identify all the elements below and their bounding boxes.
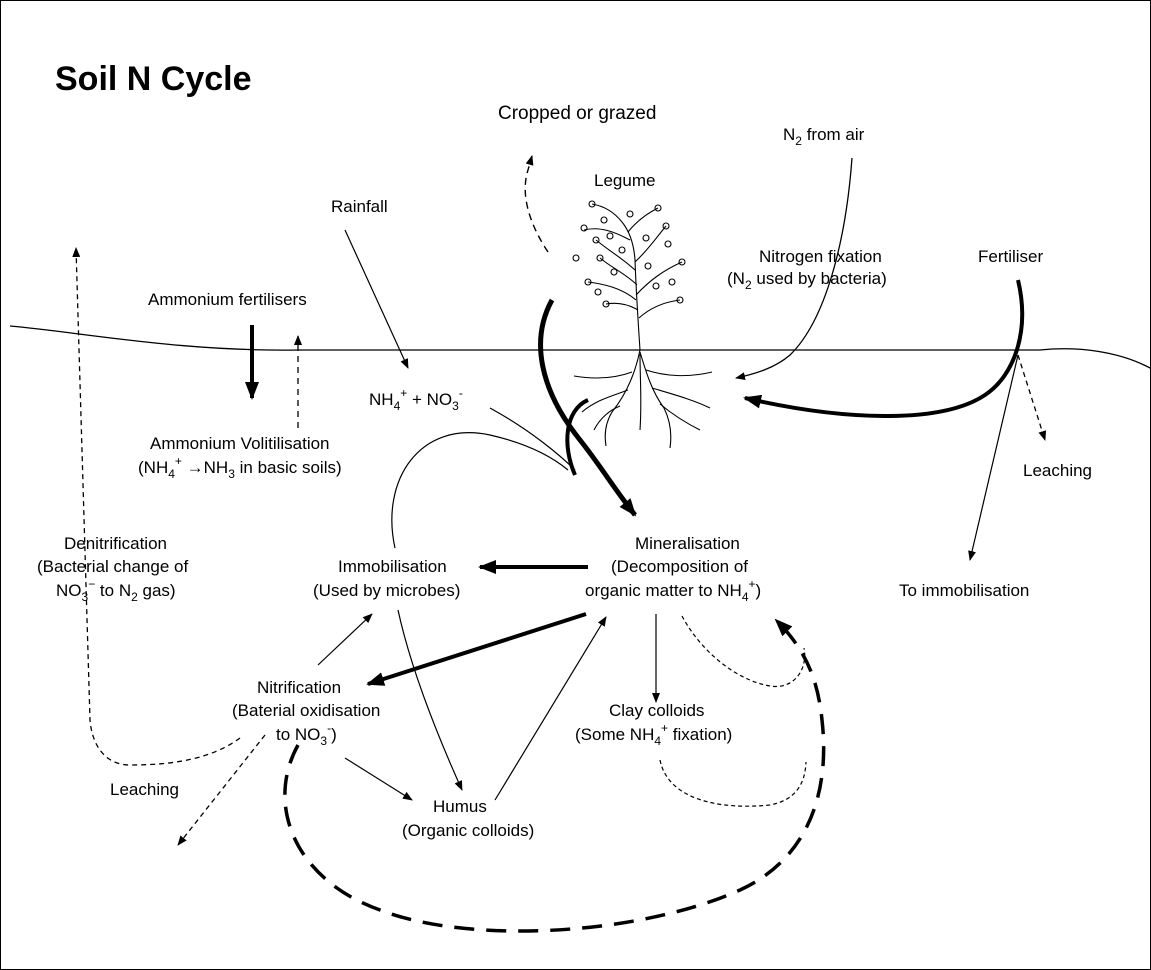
label-rainfall: Rainfall: [331, 197, 388, 216]
arrow-humus-to-mineralisation: [494, 616, 607, 801]
arrow-fertiliser-leaching: [1017, 354, 1047, 441]
label-organic-matter-to-nh4: organic matter to NH4+): [585, 577, 761, 604]
line-nh4-no3-connector: [489, 407, 576, 471]
label-ammonium-volatilisation: Ammonium Volitilisation: [150, 434, 330, 453]
label-bacterial-change: (Bacterial change of: [37, 557, 188, 576]
label-legume: Legume: [594, 171, 655, 190]
soil-surface-line: [9, 325, 1151, 369]
label-organic-colloids: (Organic colloids): [402, 821, 534, 840]
arrow-rainfall: [344, 229, 409, 369]
arrow-mineralisation-to-nitrification: [366, 612, 587, 686]
label-n2-used-by-bacteria: (N2 used by bacteria): [727, 269, 887, 292]
arrow-immobilisation-loop: [391, 432, 569, 549]
label-n2-from-air: N2 from air: [783, 125, 865, 148]
label-humus: Humus: [433, 797, 487, 816]
arrow-legume-to-mineralisation: [538, 298, 637, 517]
label-no3-to-n2: NO3− to N2 gas): [56, 577, 176, 604]
diagram-title: Soil N Cycle: [55, 60, 252, 98]
label-immobilisation: Immobilisation: [338, 557, 447, 576]
label-bacterial-oxidisation: (Baterial oxidisation: [232, 701, 380, 720]
arrow-big-dashed-loop: [283, 618, 826, 933]
line-clay-dashed-curve: [659, 759, 807, 807]
arrow-denitrification: [72, 247, 241, 766]
label-fertiliser: Fertiliser: [978, 247, 1044, 266]
label-mineralisation: Mineralisation: [635, 534, 740, 553]
label-decomposition-of: (Decomposition of: [611, 557, 748, 576]
arrow-n2-from-air: [735, 157, 853, 381]
label-nh4-to-nh3: (NH4+ →NH3 in basic soils): [138, 454, 342, 481]
label-nh4-no3: NH4+ + NO3-: [369, 386, 463, 413]
label-leaching-left: Leaching: [110, 780, 179, 799]
arrow-fertiliser: [743, 279, 1025, 418]
label-used-by-microbes: (Used by microbes): [313, 581, 460, 600]
arrow-cropped-or-grazed: [524, 155, 549, 253]
label-nitrogen-fixation: Nitrogen fixation: [759, 247, 882, 266]
label-cropped-or-grazed: Cropped or grazed: [498, 103, 656, 124]
arrow-to-immobilisation: [968, 354, 1019, 561]
arrow-immobilisation-to-humus: [397, 609, 463, 791]
label-ammonium-fertilisers: Ammonium fertilisers: [148, 290, 307, 309]
legume-plant-illustration: [572, 200, 713, 449]
label-to-no3: to NO3-): [276, 721, 337, 748]
label-leaching-right: Leaching: [1023, 461, 1092, 480]
line-mineralisation-dashed-loop: [681, 615, 806, 688]
label-clay-colloids: Clay colloids: [609, 701, 704, 720]
arrow-nitrification-leaching: [177, 734, 266, 846]
arrow-nitrification-to-humus: [344, 757, 413, 801]
label-denitrification: Denitrification: [64, 534, 167, 553]
label-some-nh4-fixation: (Some NH4+ fixation): [575, 721, 732, 748]
label-nitrification: Nitrification: [257, 678, 341, 697]
arrow-nitrification-to-immobilisation: [317, 613, 373, 666]
label-to-immobilisation: To immobilisation: [899, 581, 1029, 600]
